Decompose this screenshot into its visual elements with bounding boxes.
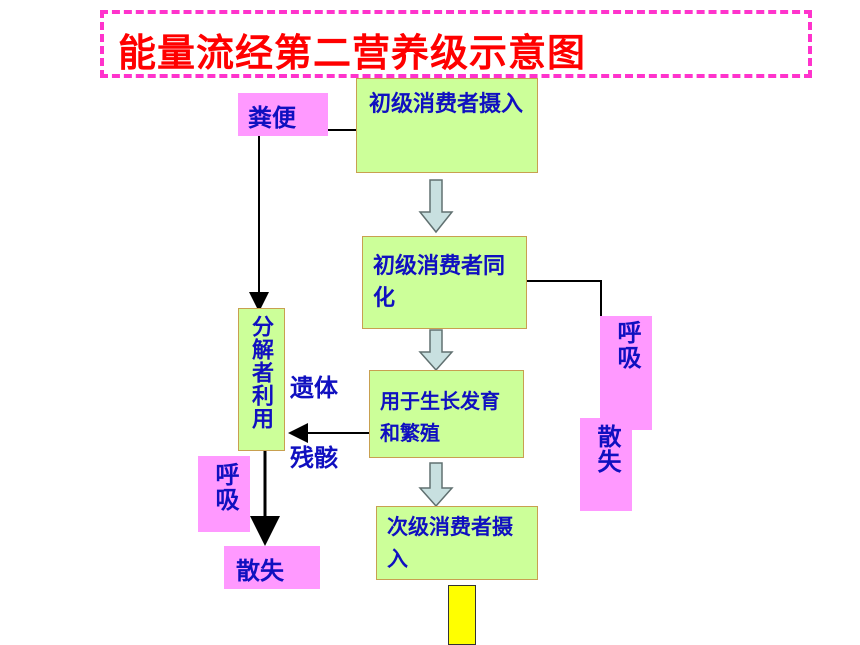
next-level-bar	[448, 585, 476, 645]
intake-box: 初级消费者摄入	[356, 78, 538, 173]
title-frame	[100, 10, 812, 78]
decomposer-label: 分解者利用	[248, 315, 273, 430]
dissipation-left-box: 散失	[224, 546, 320, 589]
block-arrow-growth-to-next	[418, 462, 454, 508]
growth-label: 用于生长发育和繁殖	[380, 389, 500, 445]
intake-label: 初级消费者摄入	[369, 92, 524, 117]
respiration-left-box: 呼吸	[198, 456, 250, 532]
dissipation-right-box: 散失	[580, 418, 632, 511]
respiration-left-label: 呼吸	[211, 462, 239, 512]
next-intake-label: 次级消费者摄入	[387, 515, 513, 571]
decomposer-box: 分解者利用	[238, 308, 285, 451]
feces-box: 粪便	[238, 93, 328, 136]
respiration-right-label: 呼吸	[613, 320, 641, 370]
respiration-right-box: 呼吸	[600, 316, 652, 430]
assimilation-box: 初级消费者同化	[362, 236, 527, 329]
feces-label: 粪便	[248, 104, 296, 132]
dissipation-right-label: 散失	[593, 424, 621, 474]
next-intake-box: 次级消费者摄入	[376, 506, 538, 580]
growth-box: 用于生长发育和繁殖	[369, 370, 524, 458]
assimilation-to-respiration-connector	[526, 280, 602, 418]
dissipation-left-label: 散失	[236, 557, 284, 585]
diagram-title: 能量流经第二营养级示意图	[118, 31, 587, 75]
carcass-label: 残骸	[290, 444, 338, 472]
block-arrow-intake-to-assimilation	[418, 179, 454, 234]
assimilation-label: 初级消费者同化	[373, 254, 506, 311]
remains-label: 遗体	[290, 374, 338, 402]
block-arrow-assimilation-to-growth	[418, 329, 454, 372]
